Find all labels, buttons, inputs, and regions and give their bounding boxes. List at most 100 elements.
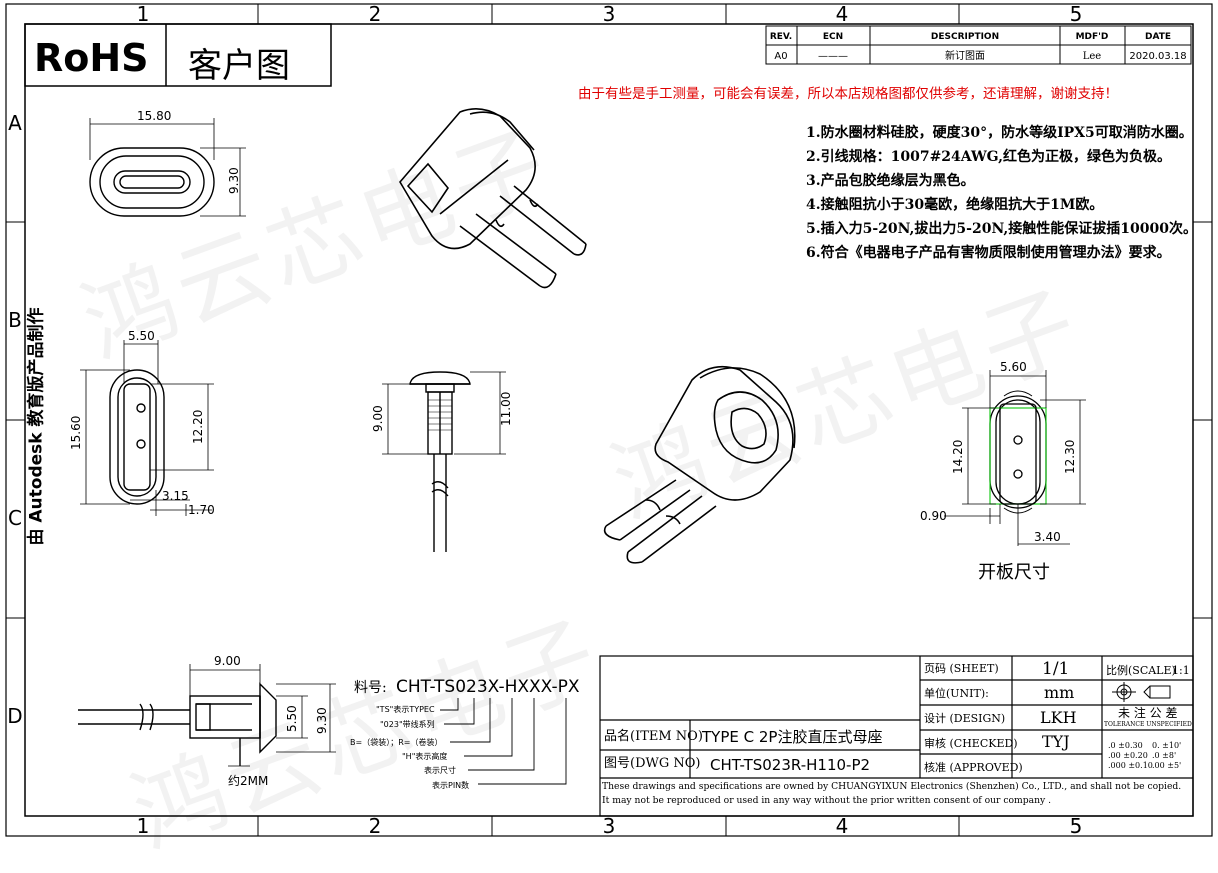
sheet-value: 1/1 bbox=[1042, 659, 1069, 679]
bottom-view-labels: 9.00 5.50 9.30 约2MM bbox=[214, 654, 329, 788]
checked-value: TYJ bbox=[1042, 732, 1070, 751]
unit-label: 单位(UNIT): bbox=[924, 686, 989, 700]
row-label-c: C bbox=[8, 506, 22, 530]
outer-frame bbox=[5, 3, 1213, 837]
tolerance-title: 未 注 公 差 bbox=[1118, 705, 1177, 720]
col-label-3b: 3 bbox=[603, 814, 616, 838]
checked-label: 审核 (CHECKED) bbox=[924, 736, 1018, 750]
dim-cut-b: 3.40 bbox=[1034, 530, 1061, 544]
part-code-legend: "TS"表示TYPEC "023"带线系列 B=（袋装）；R=（卷装） "H"表… bbox=[350, 704, 469, 790]
dim-bot-a: 5.50 bbox=[285, 705, 299, 732]
rohs-box bbox=[24, 23, 332, 87]
top-view-dims bbox=[89, 118, 246, 217]
tol-r2-c2: .0 ±8' bbox=[1152, 751, 1176, 760]
part-code-value: CHT-TS023X-HXXX-PX bbox=[396, 677, 580, 697]
tol-r3-c1: .000 ±0.10 bbox=[1108, 761, 1153, 770]
design-label: 设计 (DESIGN) bbox=[924, 712, 1005, 725]
col-label-1: 1 bbox=[137, 2, 150, 26]
dim-front-b: 1.70 bbox=[188, 503, 215, 517]
dim-bot-b: 9.30 bbox=[315, 707, 329, 734]
side-view bbox=[409, 371, 471, 552]
col-label-1b: 1 bbox=[137, 814, 150, 838]
tol-r2-c1: .00 ±0.20 bbox=[1108, 751, 1148, 760]
col-label-2b: 2 bbox=[369, 814, 382, 838]
col-label-5b: 5 bbox=[1070, 814, 1083, 838]
description-header: DESCRIPTION bbox=[931, 32, 999, 42]
tolerance-subtitle: TOLERANCE UNSPECIFIED bbox=[1104, 721, 1192, 728]
revision-row: A0 ——— 新订图面 Lee 2020.03.18 bbox=[774, 49, 1186, 62]
grid-labels: 1 2 3 4 5 1 2 3 4 5 A B C D bbox=[7, 2, 1082, 838]
rev-header: REV. bbox=[770, 32, 792, 42]
tol-r3-c2: .00 ±5' bbox=[1152, 761, 1181, 770]
dim-top-height: 9.30 bbox=[227, 167, 241, 194]
dim-cut-a: 0.90 bbox=[920, 509, 947, 523]
col-label-3: 3 bbox=[603, 2, 616, 26]
dim-cut-inner: 12.30 bbox=[1063, 440, 1077, 474]
date-header: DATE bbox=[1145, 32, 1171, 42]
dwg-value: CHT-TS023R-H110-P2 bbox=[710, 756, 870, 774]
footer-text: These drawings and specifications are ow… bbox=[602, 781, 1182, 806]
dim-front-height: 15.60 bbox=[69, 416, 83, 450]
drawing-sheet: 1 2 3 4 5 1 2 3 4 5 A B C D REV. ECN DES… bbox=[5, 2, 1213, 838]
legend-ts: "TS"表示TYPEC bbox=[376, 704, 435, 714]
description-value: 新订图面 bbox=[945, 49, 985, 62]
revision-headers: REV. ECN DESCRIPTION MDF'D DATE bbox=[770, 32, 1171, 42]
cutout-dims bbox=[944, 370, 1086, 546]
cutout-caption: 开板尺寸 bbox=[978, 562, 1050, 583]
side-view-labels: 9.00 11.00 bbox=[371, 392, 513, 432]
front-view bbox=[109, 369, 165, 505]
design-value: LKH bbox=[1040, 708, 1077, 727]
title-block bbox=[599, 655, 1194, 817]
dim-side-height: 9.00 bbox=[371, 405, 385, 432]
front-view-labels: 5.50 15.60 12.20 3.15 1.70 bbox=[69, 329, 215, 517]
iso-view-2 bbox=[603, 365, 796, 564]
tol-r1-c2: 0. ±10' bbox=[1152, 741, 1181, 750]
dim-top-width: 15.80 bbox=[137, 109, 171, 123]
scale-label: 比例(SCALE) bbox=[1106, 663, 1176, 677]
dim-front-a: 3.15 bbox=[162, 489, 189, 503]
rev-value: A0 bbox=[774, 51, 787, 62]
legend-size: 表示尺寸 bbox=[424, 765, 456, 775]
legend-023: "023"带线系列 bbox=[380, 719, 435, 729]
part-code-leaders bbox=[440, 698, 567, 785]
item-value: TYPE C 2P注胶直压式母座 bbox=[701, 728, 882, 746]
cutout-labels: 5.60 14.20 12.30 0.90 3.40 开板尺寸 bbox=[920, 360, 1077, 583]
dwg-label: 图号(DWG NO) bbox=[604, 756, 700, 771]
footer-text-holder: These drawings and specifications are ow… bbox=[602, 781, 1182, 806]
ecn-value: ——— bbox=[818, 51, 848, 62]
dim-cut-width: 5.60 bbox=[1000, 360, 1027, 374]
approved-label: 核准 (APPROVED) bbox=[924, 760, 1023, 774]
cutout-highlight bbox=[989, 407, 1047, 505]
col-label-4b: 4 bbox=[836, 814, 849, 838]
legend-pack: B=（袋装）；R=（卷装） bbox=[350, 737, 442, 747]
side-view-dims bbox=[382, 371, 506, 455]
dim-front-width: 5.50 bbox=[128, 329, 155, 343]
cutout-view bbox=[989, 390, 1047, 514]
dim-bot-width: 9.00 bbox=[214, 654, 241, 668]
revision-table bbox=[765, 25, 1192, 65]
date-value: 2020.03.18 bbox=[1129, 51, 1186, 62]
dim-cut-height: 14.20 bbox=[951, 440, 965, 474]
projection-symbol-icon bbox=[1112, 682, 1171, 702]
bot-note: 约2MM bbox=[228, 773, 268, 788]
legend-pin: 表示PIN数 bbox=[432, 780, 469, 790]
item-label: 品名(ITEM NO) bbox=[604, 728, 703, 744]
mdfd-header: MDF'D bbox=[1076, 32, 1109, 42]
dim-front-inner: 12.20 bbox=[191, 410, 205, 444]
title-block-labels: 页码 (SHEET) 1/1 比例(SCALE) 1:1 单位(UNIT): m… bbox=[604, 659, 1192, 774]
col-label-2: 2 bbox=[369, 2, 382, 26]
row-label-a: A bbox=[8, 111, 22, 135]
part-code: 料号: CHT-TS023X-HXXX-PX bbox=[354, 677, 580, 697]
col-label-4: 4 bbox=[836, 2, 849, 26]
bottom-view-dims bbox=[189, 664, 336, 767]
scale-value: 1:1 bbox=[1172, 664, 1190, 677]
bottom-view bbox=[78, 682, 277, 766]
part-code-label: 料号: bbox=[354, 680, 387, 696]
legend-height: "H"表示高度 bbox=[402, 751, 447, 761]
top-view bbox=[89, 147, 215, 217]
iso-view-1 bbox=[399, 108, 587, 289]
tol-r1-c1: .0 ±0.30 bbox=[1108, 741, 1143, 750]
ecn-header: ECN bbox=[823, 32, 843, 42]
row-label-b: B bbox=[8, 308, 22, 332]
front-view-dims bbox=[80, 340, 214, 516]
